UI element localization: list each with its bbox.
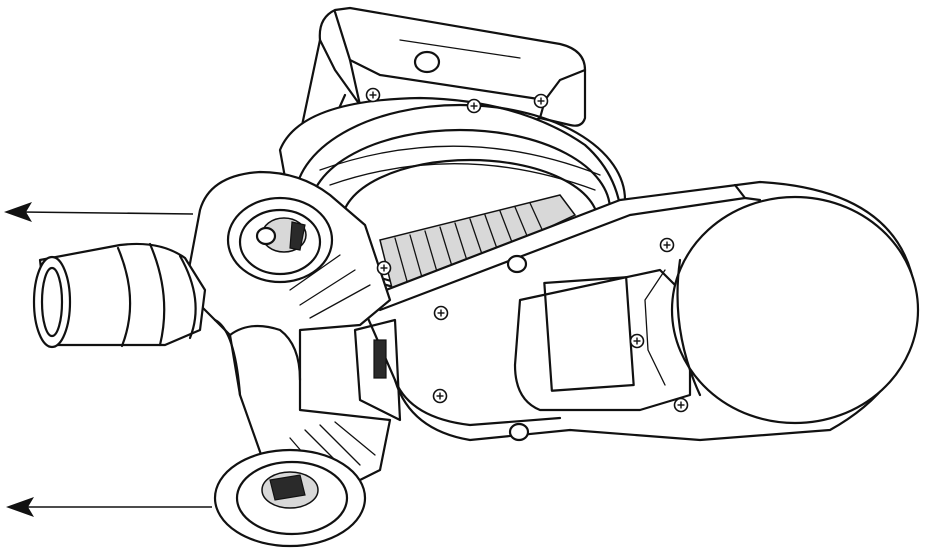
screw-icon bbox=[629, 333, 645, 349]
screw-icon bbox=[466, 98, 482, 114]
screw-icon bbox=[673, 397, 689, 413]
lower-outlet-arrow bbox=[6, 497, 212, 517]
screw-icon bbox=[365, 87, 381, 103]
upper-outlet-arrow bbox=[4, 202, 194, 222]
lower-outlet-port bbox=[213, 448, 367, 548]
side-inlet-tube bbox=[32, 242, 207, 349]
screw-icon bbox=[659, 237, 675, 253]
screw-icon bbox=[533, 93, 549, 109]
screw-icon bbox=[432, 388, 448, 404]
arm-assembly bbox=[353, 180, 920, 442]
upper-outlet-port bbox=[226, 196, 334, 284]
screw-icon bbox=[433, 305, 449, 321]
screw-icon bbox=[376, 260, 392, 276]
